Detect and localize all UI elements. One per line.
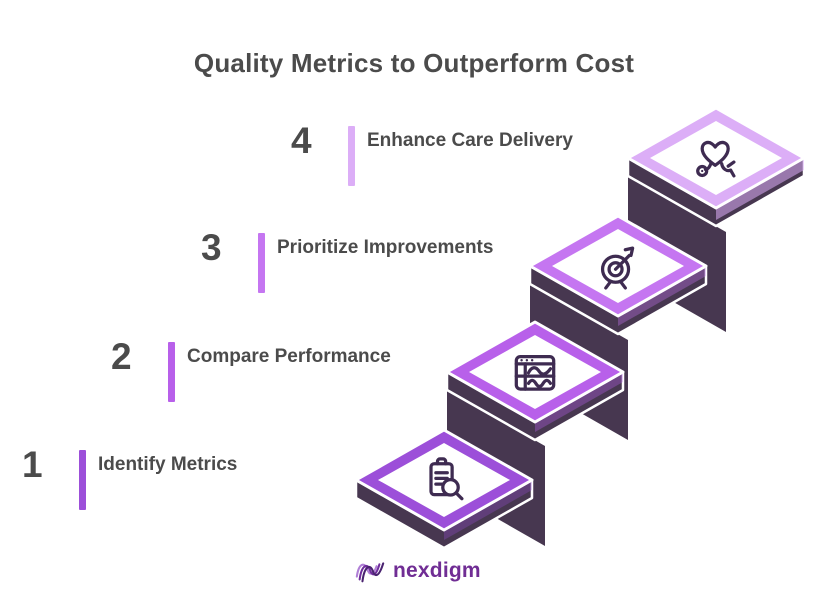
step-4-rim-sheen [716,158,804,220]
step-2-rim-sheen [535,372,623,432]
step-3-rim-sheen [618,266,706,326]
step-label: Prioritize Improvements [277,237,494,258]
step-1-block [354,428,534,550]
step-number: 2 [111,336,132,377]
step-accent-bar [168,342,175,402]
step-label: Identify Metrics [98,454,238,475]
brand-logo: nexdigm [354,553,484,587]
step-1-rim-sheen [444,480,532,540]
step-4-face [650,121,782,195]
step-accent-bar [258,233,265,293]
step-2-face [469,335,601,409]
step-number: 3 [201,227,222,268]
clipboard-search-icon [429,457,464,501]
step-row-3: 3 Prioritize Improvements [201,216,561,306]
page-title: Quality Metrics to Outperform Cost [193,48,635,78]
step-row-4: 4 Enhance Care Delivery [291,109,651,199]
step-number: 1 [22,444,43,485]
step-accent-bar [79,450,86,510]
heart-stethoscope-icon [696,140,736,178]
step-row-2: 2 Compare Performance [111,325,471,415]
chart-window-icon [514,354,556,391]
step-number: 4 [291,120,312,161]
step-label: Enhance Care Delivery [367,130,573,151]
step-2-block [445,320,625,546]
step-accent-bar [348,126,355,186]
brand-name: nexdigm [393,559,481,582]
nexdigm-wave-icon [355,562,385,583]
step-label: Compare Performance [187,346,391,367]
step-row-1: 1 Identify Metrics [22,433,382,523]
target-arrow-icon [600,246,635,290]
